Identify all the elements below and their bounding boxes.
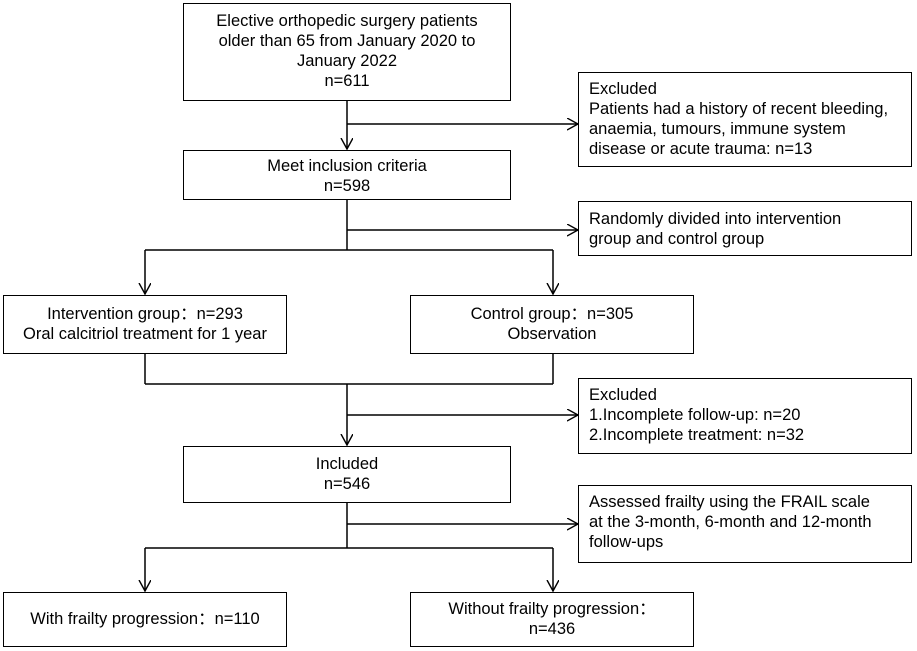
box-included-line-2: n=546 [323, 475, 371, 493]
box-enrolled: Elective orthopedic surgery patients old… [183, 3, 511, 101]
box-with-frailty-progression: With frailty progression：n=110 [3, 592, 287, 647]
box-enrolled-line-3: January 2022 [297, 52, 397, 70]
box-with-progression-line-1: With frailty progression：n=110 [30, 610, 260, 628]
box-intervention-line-2: Oral calcitriol treatment for 1 year [23, 325, 267, 343]
box-assessment: Assessed frailty using the FRAIL scale a… [578, 485, 912, 563]
box-excluded-2-line-1: Excluded [589, 386, 657, 404]
box-without-progression-line-2: n=436 [528, 620, 576, 638]
box-inclusion-line-1: Meet inclusion criteria [267, 157, 427, 175]
box-randomization-line-1: Randomly divided into intervention [589, 210, 842, 228]
box-randomization: Randomly divided into intervention group… [578, 201, 912, 256]
box-assessment-line-2: at the 3-month, 6-month and 12-month [589, 513, 872, 531]
box-assessment-line-3: follow-ups [589, 533, 664, 551]
box-enrolled-line-1: Elective orthopedic surgery patients [216, 12, 478, 30]
box-randomization-line-2: group and control group [589, 230, 765, 248]
box-excluded-2: Excluded 1.Incomplete follow-up: n=20 2.… [578, 378, 912, 454]
box-assessment-line-1: Assessed frailty using the FRAIL scale [589, 493, 870, 511]
box-enrolled-line-2: older than 65 from January 2020 to [218, 32, 476, 50]
box-inclusion: Meet inclusion criteria n=598 [183, 150, 511, 200]
box-control-line-2: Observation [507, 325, 597, 343]
box-inclusion-line-2: n=598 [323, 177, 371, 195]
box-excluded-1-line-3: anaemia, tumours, immune system [589, 120, 846, 138]
box-excluded-2-line-2: 1.Incomplete follow-up: n=20 [589, 406, 801, 424]
box-excluded-1-line-1: Excluded [589, 80, 657, 98]
box-control-line-1: Control group：n=305 [470, 305, 634, 323]
box-intervention-line-1: Intervention group：n=293 [47, 305, 243, 323]
box-excluded-1-line-2: Patients had a history of recent bleedin… [589, 100, 889, 118]
box-control: Control group：n=305 Observation [410, 295, 694, 354]
box-without-progression-line-1: Without frailty progression： [448, 600, 656, 618]
box-without-frailty-progression: Without frailty progression： n=436 [410, 592, 694, 647]
box-included-line-1: Included [315, 455, 379, 473]
box-excluded-1: Excluded Patients had a history of recen… [578, 72, 912, 167]
box-excluded-1-line-4: disease or acute trauma: n=13 [589, 140, 813, 158]
box-intervention: Intervention group：n=293 Oral calcitriol… [3, 295, 287, 354]
box-included: Included n=546 [183, 446, 511, 503]
box-excluded-2-line-3: 2.Incomplete treatment: n=32 [589, 426, 805, 444]
box-enrolled-line-4: n=611 [324, 72, 370, 90]
